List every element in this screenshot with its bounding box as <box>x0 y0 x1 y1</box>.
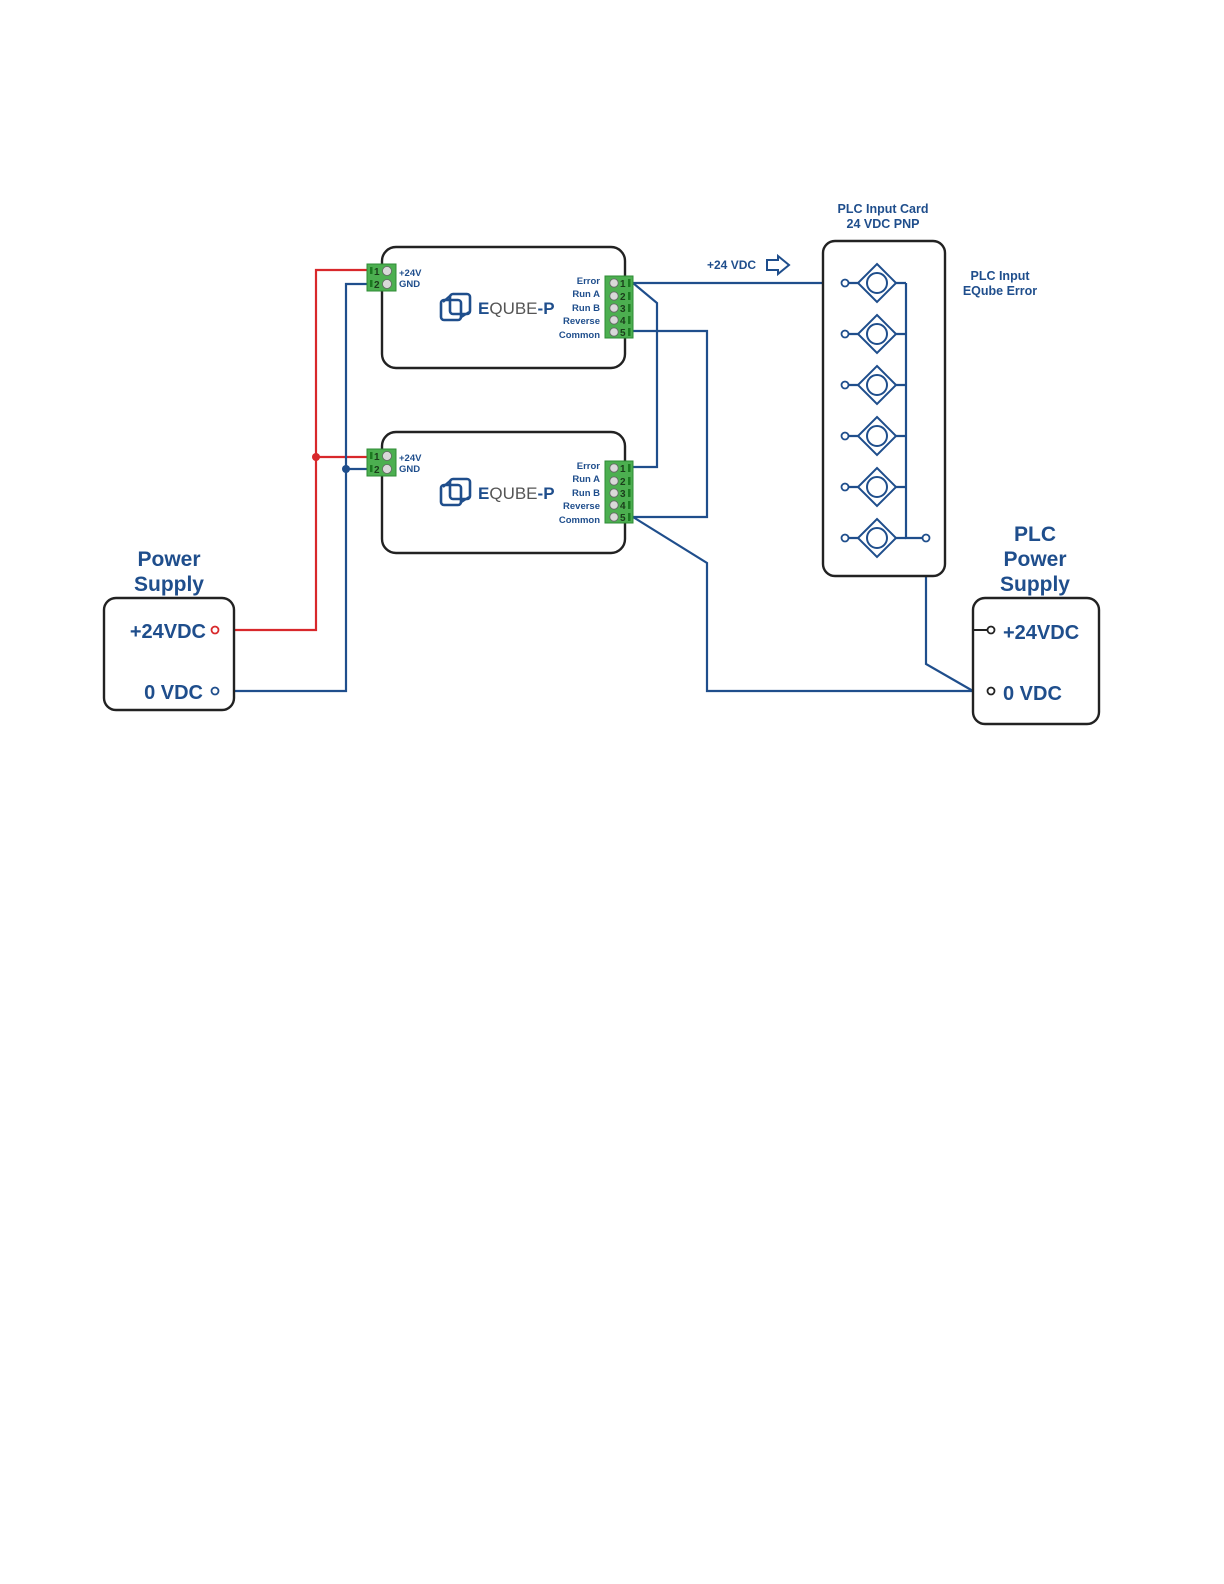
screw-icon <box>383 267 392 276</box>
plc-input-annotation-2: EQube Error <box>963 284 1037 298</box>
plc-input-terminal[interactable] <box>842 280 849 287</box>
plc-psu-box <box>973 598 1099 724</box>
power-terminal-label-24v: +24V <box>399 453 422 464</box>
power-supply-negative-label: 0 VDC <box>144 682 203 704</box>
screw-icon <box>383 280 392 289</box>
io-terminal-num: 1 <box>620 279 626 290</box>
io-label-common: Common <box>559 330 600 341</box>
plc-card-title-1: PLC Input Card <box>838 202 929 216</box>
plc-psu-title-1: PLC <box>1014 523 1056 546</box>
junction-dot-positive <box>312 453 320 461</box>
io-label-run-b: Run B <box>572 303 600 314</box>
io-label-error: Error <box>577 276 601 287</box>
power-terminal-label-gnd: GND <box>399 279 420 290</box>
io-label-run-a: Run A <box>572 289 600 300</box>
power-terminal-block: 1 2 <box>367 264 396 291</box>
power-supply: Power Supply +24VDC 0 VDC <box>104 548 234 710</box>
io-terminal-num: 5 <box>620 513 626 524</box>
signal-arrow-label: +24 VDC <box>707 258 756 272</box>
io-terminal-num: 3 <box>620 489 626 500</box>
io-label-reverse: Reverse <box>563 316 600 327</box>
plc-input-card: PLC Input Card 24 VDC PNP PLC Input EQub… <box>823 202 1037 576</box>
input-circle-icon <box>867 528 887 548</box>
input-circle-icon <box>867 426 887 446</box>
plc-psu-positive-terminal[interactable] <box>988 627 995 634</box>
power-terminal-block: 1 2 <box>367 449 396 476</box>
plc-input-terminal[interactable] <box>842 331 849 338</box>
power-terminal-num: 1 <box>374 267 380 278</box>
plc-psu-positive-label: +24VDC <box>1003 622 1079 644</box>
io-terminal-num: 1 <box>620 464 626 475</box>
plc-card-title-2: 24 VDC PNP <box>847 217 920 231</box>
io-terminal-num: 2 <box>620 477 626 488</box>
io-terminal-num: 2 <box>620 292 626 303</box>
power-supply-negative-terminal[interactable] <box>212 688 219 695</box>
io-terminal-block: 1 2 3 4 5 <box>605 276 633 339</box>
plc-psu-title-2: Power <box>1003 548 1066 571</box>
signal-direction: +24 VDC <box>707 256 789 274</box>
arrow-right-icon <box>767 256 789 274</box>
eqube-device-1: 1 2 +24V GND EQUBE-P Error Run A Run B R… <box>367 247 633 368</box>
screw-icon <box>383 465 392 474</box>
power-terminal-label-gnd: GND <box>399 464 420 475</box>
io-label-reverse: Reverse <box>563 501 600 512</box>
io-terminal-num: 4 <box>620 501 626 512</box>
plc-input-terminal[interactable] <box>842 382 849 389</box>
input-circle-icon <box>867 273 887 293</box>
io-label-run-a: Run A <box>572 474 600 485</box>
plc-input-terminal[interactable] <box>842 535 849 542</box>
plc-input-terminal[interactable] <box>842 484 849 491</box>
io-terminal-num: 5 <box>620 328 626 339</box>
plc-power-supply: PLC Power Supply +24VDC 0 VDC <box>973 523 1099 724</box>
io-label-error: Error <box>577 461 601 472</box>
power-supply-title-2: Supply <box>134 573 204 596</box>
io-terminal-num: 3 <box>620 304 626 315</box>
input-circle-icon <box>867 375 887 395</box>
plc-card-common-terminal[interactable] <box>923 535 930 542</box>
power-terminal-num: 2 <box>374 465 380 476</box>
wire-error-link <box>633 283 657 467</box>
input-circle-icon <box>867 477 887 497</box>
plc-input-terminal[interactable] <box>842 433 849 440</box>
wire-common-link <box>633 331 707 517</box>
plc-psu-title-3: Supply <box>1000 573 1070 596</box>
input-circle-icon <box>867 324 887 344</box>
power-supply-positive-terminal[interactable] <box>212 627 219 634</box>
plc-psu-negative-terminal[interactable] <box>988 688 995 695</box>
power-terminal-num: 2 <box>374 280 380 291</box>
junction-dot-ground <box>342 465 350 473</box>
io-label-common: Common <box>559 515 600 526</box>
power-supply-positive-label: +24VDC <box>130 621 206 643</box>
plc-psu-negative-label: 0 VDC <box>1003 683 1062 705</box>
eqube-logo-text: EQUBE-P <box>478 484 555 503</box>
io-terminal-block: 1 2 3 4 5 <box>605 461 633 524</box>
power-terminal-label-24v: +24V <box>399 268 422 279</box>
eqube-device-2: 1 2 +24V GND EQUBE-P Error Run A Run B R… <box>367 432 633 553</box>
screw-icon <box>383 452 392 461</box>
power-terminal-num: 1 <box>374 452 380 463</box>
io-terminal-num: 4 <box>620 316 626 327</box>
io-label-run-b: Run B <box>572 488 600 499</box>
plc-input-annotation-1: PLC Input <box>970 269 1030 283</box>
eqube-logo-text: EQUBE-P <box>478 299 555 318</box>
power-supply-title-1: Power <box>137 548 200 571</box>
